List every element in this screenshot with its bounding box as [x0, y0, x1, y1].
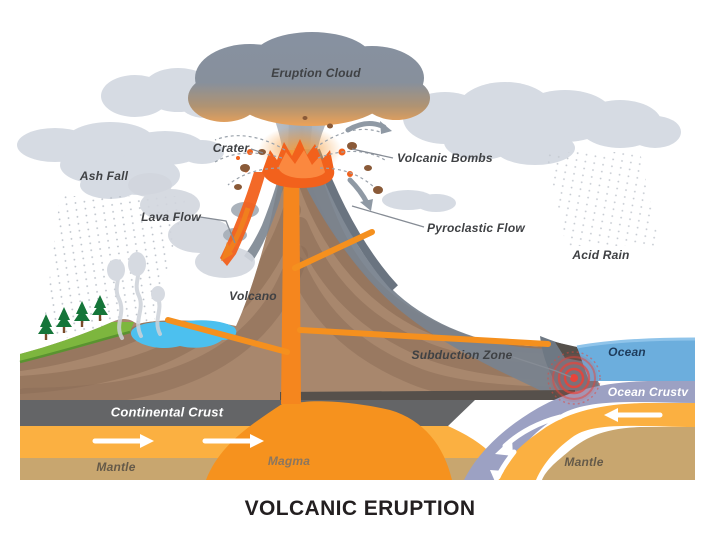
magma-chamber — [165, 150, 551, 480]
ocean-crust-label: Ocean Crustv — [607, 385, 689, 399]
mantle-right-label: Mantle — [564, 455, 604, 469]
acid-rain-label: Acid Rain — [572, 248, 630, 262]
crater-lake — [107, 252, 237, 349]
eruption-cloud — [188, 32, 430, 126]
asthenosphere-right — [496, 403, 695, 480]
basal-layer — [280, 390, 575, 400]
eruption-cloud-label: Eruption Cloud — [271, 66, 361, 80]
pyroclastic-flow-label: Pyroclastic Flow — [427, 221, 525, 235]
acid-rain-streaks — [546, 152, 660, 246]
magma-label: Magma — [267, 454, 311, 468]
crater-label: Crater — [212, 141, 250, 155]
plate-motion-arrows — [92, 408, 663, 484]
mantle-right-layer — [542, 427, 695, 480]
ocean-water — [576, 337, 696, 381]
volcanic-bombs-label: Volcanic Bombs — [397, 151, 493, 165]
page-title: VOLCANIC ERUPTION — [244, 497, 476, 520]
continental-crust-label: Continental Crust — [110, 404, 224, 420]
lava-flow-label: Lava Flow — [141, 210, 201, 224]
subduction-zone-label: Subduction Zone — [411, 348, 513, 362]
subducting-slab — [464, 381, 695, 480]
earthquake-spiral-icon — [547, 351, 601, 405]
crater-lava — [220, 126, 353, 266]
ocean-label: Ocean — [608, 345, 646, 359]
volcano-label: Volcano — [229, 289, 277, 303]
volcanic-bombs-group — [214, 116, 392, 211]
lava-flow-arrow-icon — [221, 207, 251, 261]
label-connectors — [199, 148, 572, 378]
ash-fall-label: Ash Fall — [79, 169, 129, 183]
mantle-left-label: Mantle — [96, 460, 136, 474]
tree-icon — [38, 295, 108, 340]
forest-coast — [19, 295, 134, 364]
